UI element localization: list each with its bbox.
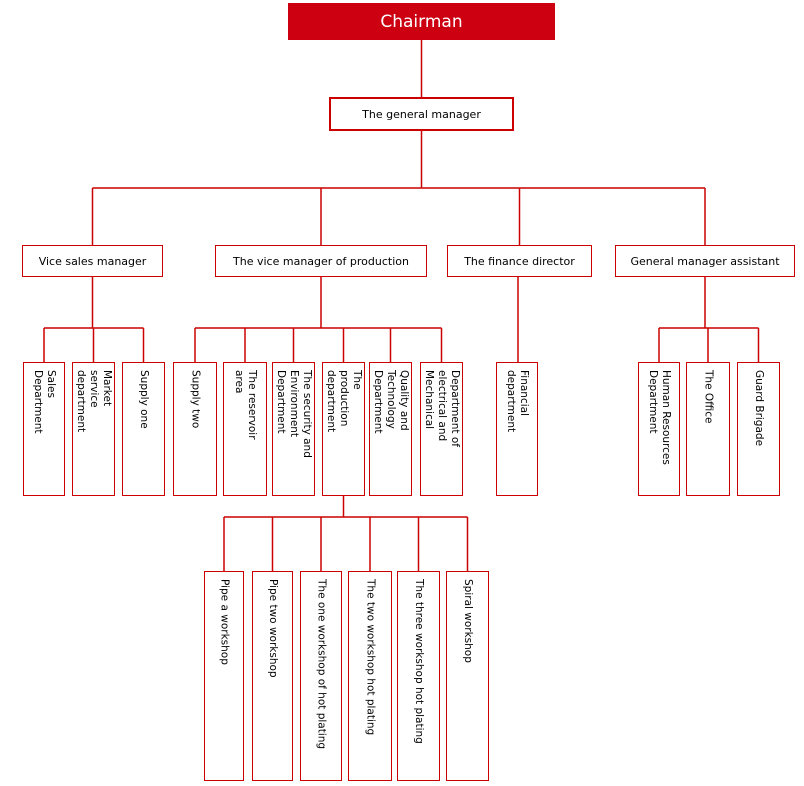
node-production-department: The production department (322, 362, 365, 496)
node-finance-director-label: The finance director (464, 254, 575, 268)
node-spiral-workshop: Spiral workshop (446, 571, 489, 781)
node-human-resources-department: Human Resources Department (638, 362, 680, 496)
node-supply-one: Supply one (122, 362, 165, 496)
node-general-manager-assistant-label: General manager assistant (630, 254, 780, 268)
node-market-service-department: Market service department (72, 362, 115, 496)
node-three-workshop-hot-plating-label: The three workshop hot plating (413, 579, 425, 744)
node-vice-sales-manager: Vice sales manager (22, 245, 163, 277)
node-financial-department: Financial department (496, 362, 538, 496)
node-general-manager: The general manager (329, 97, 514, 131)
node-security-environment-department-label: The security and Environment Department (275, 370, 313, 458)
node-guard-brigade-label: Guard Brigade (753, 370, 765, 447)
node-the-office: The Office (686, 362, 730, 496)
node-market-service-department-label: Market service department (75, 370, 113, 433)
node-supply-one-label: Supply one (138, 370, 150, 429)
node-one-workshop-hot-plating-label: The one workshop of hot plating (315, 579, 328, 750)
node-pipe-two-workshop-label: Pipe two workshop (267, 579, 279, 678)
node-supply-two: Supply two (173, 362, 217, 496)
node-two-workshop-hot-plating-label: The two workshop hot plating (364, 579, 377, 736)
node-electrical-mechanical-department: Department of electrical and Mechanical (420, 362, 463, 496)
node-human-resources-department-label: Human Resources Department (647, 370, 672, 465)
node-chairman: Chairman (288, 3, 555, 40)
node-general-manager-label: The general manager (362, 107, 481, 121)
node-quality-technology-department-label: Quality and Technology Department (372, 370, 410, 434)
node-spiral-workshop-label: Spiral workshop (462, 579, 474, 663)
node-production-department-label: The production department (325, 370, 363, 433)
node-financial-department-label: Financial department (505, 370, 530, 433)
node-pipe-a-workshop-label: Pipe a workshop (218, 579, 231, 665)
node-vice-sales-manager-label: Vice sales manager (38, 254, 147, 268)
node-reservoir-area: The reservoir area (223, 362, 267, 496)
node-pipe-two-workshop: Pipe two workshop (252, 571, 293, 781)
node-two-workshop-hot-plating: The two workshop hot plating (348, 571, 392, 781)
node-sales-department-label: Sales Department (32, 370, 57, 434)
node-vice-manager-production: The vice manager of production (215, 245, 427, 277)
node-three-workshop-hot-plating: The three workshop hot plating (397, 571, 440, 781)
node-electrical-mechanical-department-label: Department of electrical and Mechanical (423, 370, 461, 447)
node-pipe-a-workshop: Pipe a workshop (204, 571, 244, 781)
node-supply-two-label: Supply two (189, 370, 202, 429)
node-general-manager-assistant: General manager assistant (615, 245, 795, 277)
node-reservoir-area-label: The reservoir area (233, 370, 258, 440)
node-chairman-label: Chairman (380, 11, 463, 32)
node-finance-director: The finance director (447, 245, 592, 277)
node-vice-manager-production-label: The vice manager of production (233, 254, 409, 268)
node-quality-technology-department: Quality and Technology Department (369, 362, 412, 496)
node-guard-brigade: Guard Brigade (737, 362, 780, 496)
node-one-workshop-hot-plating: The one workshop of hot plating (300, 571, 342, 781)
node-the-office-label: The Office (702, 370, 715, 424)
node-sales-department: Sales Department (23, 362, 65, 496)
node-security-environment-department: The security and Environment Department (272, 362, 315, 496)
